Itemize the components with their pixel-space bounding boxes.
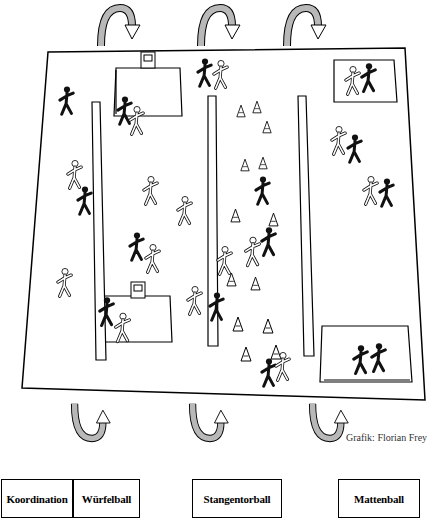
station-box: Koordination: [1, 479, 73, 518]
players: [58, 58, 393, 386]
rotation-arrows-top: [101, 8, 326, 46]
station-box: Stangentorball: [192, 479, 282, 518]
credit-note: Grafik: Florian Frey: [346, 432, 427, 443]
station-box: Würfelball: [73, 479, 140, 518]
station-name: Stangentorball: [204, 493, 271, 505]
poles: [92, 96, 314, 360]
station-name: Koordination: [6, 493, 67, 505]
cones: [227, 101, 281, 361]
gym-floor: [22, 48, 425, 400]
station-name: Würfelball: [82, 493, 131, 505]
station-name: Mattenball: [354, 493, 404, 505]
mats: [102, 60, 412, 382]
rotation-arrows-bottom: [75, 404, 349, 439]
station-box: Mattenball: [338, 479, 420, 518]
